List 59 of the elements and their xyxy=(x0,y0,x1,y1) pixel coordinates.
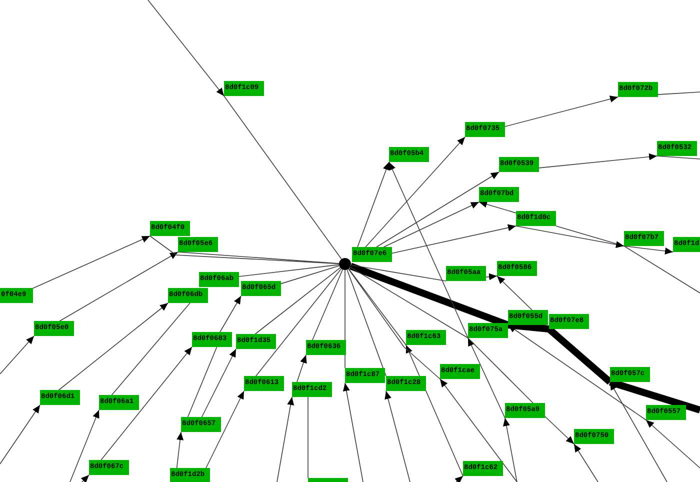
junction-dot xyxy=(339,258,351,270)
arrow xyxy=(440,378,518,482)
arrow xyxy=(468,338,506,418)
arrow xyxy=(478,200,516,214)
arrow xyxy=(538,153,658,168)
connector-line xyxy=(348,268,406,346)
connector-line xyxy=(350,266,468,338)
arrow xyxy=(176,432,184,468)
connector-line xyxy=(346,269,386,376)
arrow xyxy=(376,172,500,248)
empty-node-box xyxy=(308,478,348,482)
arrow xyxy=(70,410,100,482)
arrow xyxy=(220,296,242,332)
arrow xyxy=(392,224,516,254)
arrow xyxy=(296,354,307,382)
connector-line xyxy=(656,156,700,160)
arrow xyxy=(276,396,294,482)
arrow xyxy=(148,0,224,96)
arrow xyxy=(59,252,178,322)
arrow xyxy=(503,418,518,482)
arrow xyxy=(206,390,244,468)
arrow xyxy=(504,96,618,127)
connector-line xyxy=(111,302,190,396)
connector-line xyxy=(350,264,446,282)
arrow xyxy=(574,444,598,482)
arrow xyxy=(32,236,150,289)
arrow xyxy=(58,302,168,390)
connector-line xyxy=(238,264,340,277)
arrow xyxy=(516,226,624,248)
arrow xyxy=(80,474,90,482)
connector-line xyxy=(348,268,440,380)
arrow xyxy=(100,346,192,460)
connector-line xyxy=(312,269,344,340)
connector-line xyxy=(178,252,340,264)
connector-line xyxy=(468,338,534,404)
connector-line xyxy=(224,96,342,260)
arrow xyxy=(610,382,668,482)
arrow xyxy=(343,382,364,482)
arrow xyxy=(365,136,466,248)
arrow xyxy=(0,336,34,374)
arrow xyxy=(201,348,236,418)
arrow xyxy=(0,404,40,464)
arrow xyxy=(624,246,674,254)
connector-line xyxy=(658,92,700,95)
arrow xyxy=(383,202,480,248)
arrow xyxy=(496,276,532,310)
arrow xyxy=(384,390,410,482)
connector-line xyxy=(256,268,342,376)
connector-line xyxy=(624,246,700,294)
connector-line xyxy=(254,267,341,334)
arrow xyxy=(388,162,468,338)
arrow xyxy=(406,344,464,476)
connector-line xyxy=(187,346,218,418)
arrow xyxy=(357,162,390,248)
connector-line xyxy=(280,265,340,284)
arrow xyxy=(544,416,574,444)
arrow xyxy=(486,273,498,280)
arrow xyxy=(646,420,700,468)
arrow xyxy=(454,476,464,482)
